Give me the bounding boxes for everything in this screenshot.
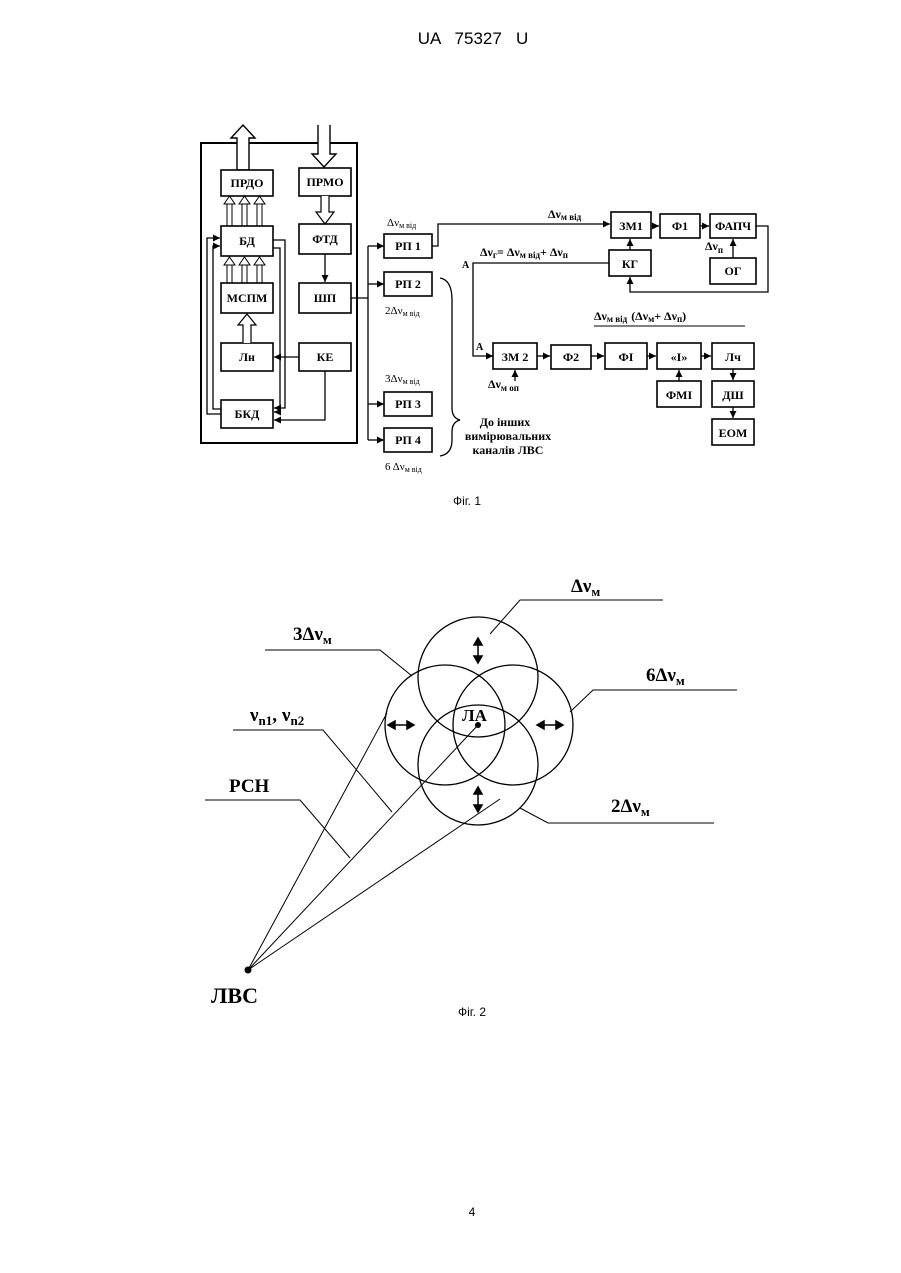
svg-text:КЕ: КЕ [317,350,334,364]
leader-rsn [205,800,350,858]
fig2-caption: Фіг. 2 [458,1005,486,1019]
svg-text:Ф2: Ф2 [563,350,579,364]
rp2-freq-label: 2Δνм від [385,305,420,318]
prmo-ftd-hollow-arrow [316,196,334,224]
bd-block: БД [221,226,273,256]
rp1-freq-label: Δνм від [387,217,416,230]
kg-output-label: Δνг= Δνм від+ Δνп [480,245,568,260]
svg-text:РП 1: РП 1 [395,239,421,253]
svg-text:Ф1: Ф1 [672,219,688,233]
double-arrow-bottom [474,787,482,812]
svg-text:«І»: «І» [671,350,688,364]
svg-text:Лн: Лн [239,350,255,364]
f2-block: Ф2 [551,345,591,369]
zm1-input-label: Δνм від [548,207,582,222]
svg-text:КГ: КГ [622,257,638,271]
svg-text:ОГ: ОГ [725,264,742,278]
input-hollow-arrow [312,125,336,167]
fmi-block: ФМІ [657,381,701,407]
figure-1: ПРДО БД МСПМ Лн БКД ПРМО ФТД ШП [201,125,768,508]
svg-text:Лч: Лч [725,350,741,364]
prdo-block: ПРДО [221,170,273,196]
lvs-label: ЛВС [211,983,258,1008]
svg-text:ЗМ1: ЗМ1 [619,219,643,233]
channels-brace [440,278,460,456]
three-dvm-label: 3Δνм [293,624,332,647]
page-number: 4 [469,1205,476,1219]
shp-block: ШП [299,283,351,313]
bd-prdo-bus-arrows [224,196,265,226]
rsn-label: РСН [229,776,270,797]
ln-block: Лн [221,343,273,371]
svg-text:ФАПЧ: ФАПЧ [715,219,751,233]
mspm-block: МСПМ [221,283,273,313]
rp1-block: РП 1 [384,234,432,258]
other-channels-text-3: каналів ЛВС [473,443,544,457]
rays [248,713,500,970]
svg-text:РП 2: РП 2 [395,277,421,291]
zm1-block: ЗМ1 [611,212,651,238]
svg-text:ФІ: ФІ [619,350,634,364]
f1-block: Ф1 [660,214,700,238]
bkd-block: БКД [221,400,273,428]
node-a-1: A [462,260,470,271]
svg-text:МСПМ: МСПМ [227,291,268,305]
svg-text:ФМІ: ФМІ [666,388,693,402]
svg-text:БД: БД [239,234,255,248]
svg-text:ДШ: ДШ [722,388,743,402]
patent-number: UA 75327 U [418,29,529,48]
rp4-block: РП 4 [384,428,432,452]
lvs-point [245,967,252,974]
svg-text:ЗМ 2: ЗМ 2 [502,350,529,364]
ln-mspm-hollow-arrow [238,314,256,343]
rp4-freq-label: 6 Δνм від [385,461,422,474]
prmo-block: ПРМО [299,168,351,196]
zm2-block: ЗМ 2 [493,343,537,369]
other-channels-text-2: вимірювальних [465,429,551,443]
integrator-block: «І» [657,343,701,369]
six-dvm-label: 6Δνм [646,665,685,688]
og-block: ОГ [710,258,756,284]
rp2-block: РП 2 [384,272,432,296]
mspm-bd-bus-arrows [224,257,265,283]
output-hollow-arrow [231,125,255,170]
svg-text:ПРМО: ПРМО [306,175,343,189]
fapch-block: ФАПЧ [710,214,756,238]
svg-text:ШП: ШП [314,291,337,305]
ftd-block: ФТД [299,224,351,254]
svg-text:ПРДО: ПРДО [231,176,264,190]
svg-text:ЕОМ: ЕОМ [719,426,748,440]
np-label: Δνп [705,239,723,255]
dsh-block: ДШ [712,381,754,407]
leader-3dvm [265,650,412,676]
other-channels-text-1: До інших [480,415,531,429]
fig1-caption: Фіг. 1 [453,494,481,508]
ke-block: КЕ [299,343,351,371]
zm2-input-label: Δνм оп [488,377,519,393]
fi-top-label: Δνм від(Δνм+ Δνп) [594,309,686,324]
eom-block: ЕОМ [712,419,754,445]
kg-block: КГ [609,250,651,276]
fi-block: ФІ [605,343,647,369]
dvm-label: Δνм [571,576,600,599]
n1-n2-label: νn1,νn2 [249,705,304,728]
rp3-block: РП 3 [384,392,432,416]
leader-dvm [490,600,663,634]
rp3-freq-label: 3Δνм від [385,373,420,386]
double-arrow-right [537,721,563,729]
svg-text:РП 4: РП 4 [395,433,421,447]
two-dvm-label: 2Δνм [611,796,650,819]
figure-2: ЛА Δνм 3Δνм 6Δνм 2Δνм νn1,νn2 РСН ЛВС Фі… [205,576,737,1019]
svg-text:БКД: БКД [235,407,261,421]
double-arrow-left [388,721,414,729]
node-a-2: A [476,342,484,353]
leader-6dvm [570,690,737,712]
la-label: ЛА [462,706,488,725]
svg-text:РП 3: РП 3 [395,397,421,411]
lch-block: Лч [712,343,754,369]
double-arrow-top [474,638,482,663]
svg-text:ФТД: ФТД [312,232,338,246]
